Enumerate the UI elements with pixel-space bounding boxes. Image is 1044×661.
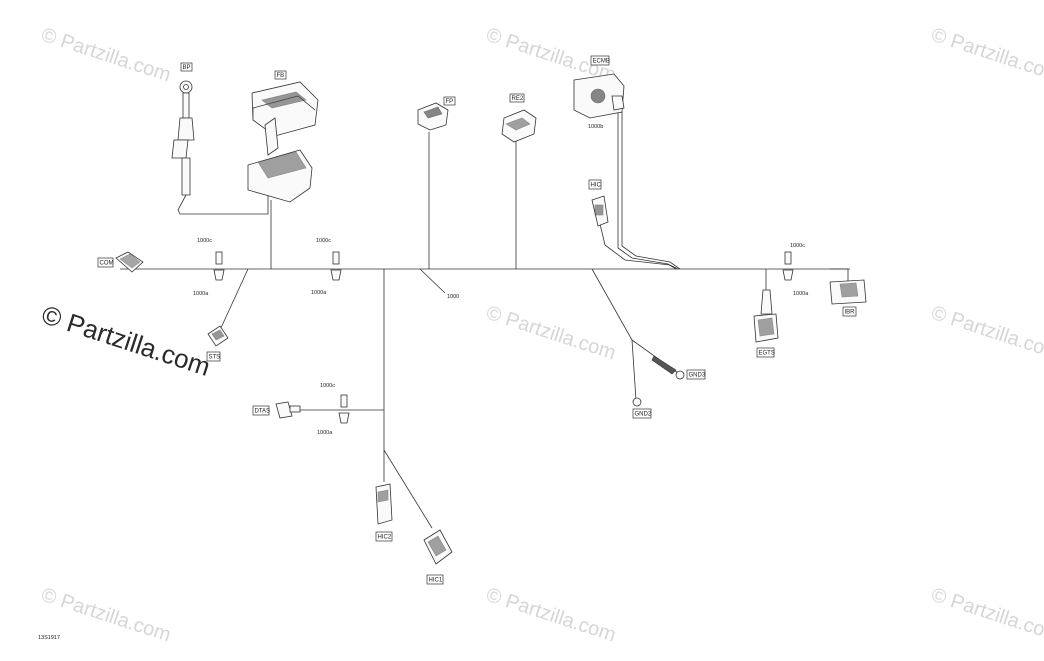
- label-1000b: 1000b: [588, 124, 603, 130]
- hic-connector: HIC: [588, 179, 609, 227]
- watermark-top-left: © Partzilla.com: [38, 24, 173, 87]
- gnd2-terminal: GND2: [632, 397, 652, 419]
- hic2-connector: HIC2: [375, 483, 393, 542]
- label-gnd2: GND2: [635, 412, 652, 418]
- harness-wires: [120, 112, 850, 529]
- com-connector: COM: [97, 251, 144, 273]
- label-fp: FP: [446, 99, 454, 105]
- label-ecmb: ECMB: [593, 59, 610, 65]
- label-1000a-dtas: 1000a: [317, 430, 333, 436]
- label-hic2: HIC2: [378, 535, 392, 541]
- label-re2: RE2: [512, 96, 524, 102]
- sts-sensor: STS: [206, 325, 229, 362]
- bp-sensor: BP: [171, 62, 195, 196]
- label-bp: BP: [183, 65, 191, 71]
- splice-dtas: 1000c 1000a: [317, 383, 350, 436]
- watermark-main: © Partzilla.com: [38, 299, 214, 382]
- watermark-mid-right: © Partzilla.com: [928, 302, 1044, 365]
- watermark-top-right: © Partzilla.com: [928, 24, 1044, 87]
- dtas-sensor: DTAS: [252, 401, 301, 419]
- diagram-id: 13S1917: [38, 635, 60, 641]
- label-fb: FB: [277, 73, 285, 79]
- label-1000a-left: 1000a: [193, 291, 209, 297]
- fp-connector: FP: [417, 96, 456, 131]
- label-ibr: IBR: [845, 310, 856, 316]
- hic1-connector: HIC1: [423, 529, 453, 585]
- watermark-bottom-center: © Partzilla.com: [483, 584, 618, 647]
- label-1000a-right: 1000a: [793, 291, 809, 297]
- watermark-bottom-right: © Partzilla.com: [928, 584, 1044, 647]
- ibr-connector: IBR: [829, 279, 867, 317]
- label-dtas: DTAS: [255, 409, 271, 415]
- label-gnd3: GND3: [689, 373, 706, 379]
- watermark-mid-center: © Partzilla.com: [483, 302, 618, 365]
- splice-center: 1000c 1000a: [311, 238, 342, 296]
- label-sts: STS: [209, 355, 221, 361]
- label-1000a-center: 1000a: [311, 290, 327, 296]
- label-hic: HIC: [591, 183, 602, 189]
- label-hic1: HIC1: [429, 578, 443, 584]
- splice-right: 1000c 1000a: [782, 243, 809, 297]
- label-1000-main: 1000: [447, 294, 459, 300]
- label-1000c-dtas: 1000c: [320, 383, 335, 389]
- re2-relay: RE2: [501, 93, 537, 143]
- splice-left: 1000c 1000a: [193, 238, 225, 297]
- fb-fuse-box: FB: [247, 70, 319, 203]
- gnd3-terminal: GND3: [651, 355, 706, 380]
- label-com: COM: [100, 261, 114, 267]
- ecmb-module: ECMB 1000b: [573, 55, 625, 130]
- egts-sensor: EGTS: [753, 289, 779, 358]
- label-egts: EGTS: [759, 351, 775, 357]
- label-1000c-right: 1000c: [790, 243, 805, 249]
- label-1000c-left: 1000c: [197, 238, 212, 244]
- label-1000c-center: 1000c: [316, 238, 331, 244]
